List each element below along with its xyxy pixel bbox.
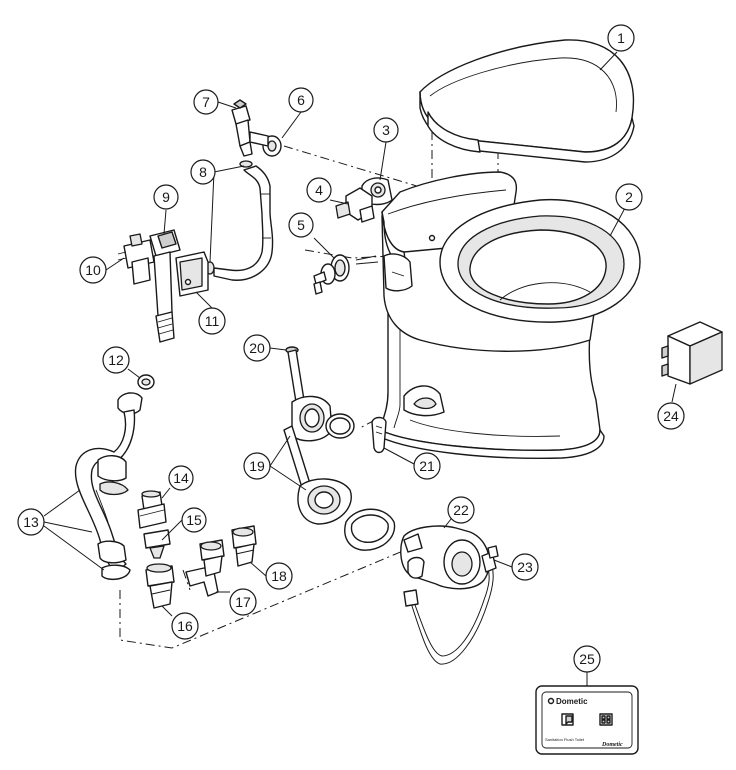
part-15-check-valve (143, 529, 171, 559)
svg-text:22: 22 (453, 502, 469, 518)
callout-15: 15 (181, 507, 207, 533)
part-22-pump-motor (400, 525, 490, 590)
callout-16: 16 (171, 612, 199, 640)
callout-14: 14 (168, 465, 194, 491)
part-14-adapter (137, 490, 167, 529)
callout-11: 11 (198, 307, 226, 335)
callout-2: 2 (615, 183, 643, 211)
callout-6: 6 (288, 87, 314, 113)
svg-text:21: 21 (419, 458, 435, 474)
panel-signature-text: Dometic (601, 742, 623, 748)
svg-text:5: 5 (297, 217, 305, 233)
callout-7: 7 (193, 89, 219, 115)
svg-text:6: 6 (297, 92, 305, 108)
callout-13: 13 (17, 508, 45, 536)
svg-text:4: 4 (315, 182, 323, 198)
part-2-toilet-bowl (377, 171, 641, 459)
svg-text:2: 2 (625, 189, 633, 205)
part-24-control-module (661, 321, 723, 385)
brand-logo-icon (547, 697, 555, 705)
part-7-vacuum-breaker (231, 99, 269, 157)
panel-caption-text: Sanitation Flush Toilet (545, 737, 585, 742)
callout-3: 3 (373, 117, 399, 143)
callout-20: 20 (243, 334, 271, 362)
callout-17: 17 (229, 588, 257, 616)
callout-23: 23 (511, 553, 539, 581)
callout-18: 18 (265, 562, 293, 590)
callout-19: 19 (243, 452, 271, 480)
svg-text:8: 8 (199, 164, 207, 180)
part-11-bracket (175, 251, 209, 297)
part-21-latch (371, 416, 387, 454)
callout-8: 8 (190, 159, 216, 185)
svg-text:1: 1 (617, 30, 625, 46)
svg-text:23: 23 (517, 559, 533, 575)
callout-1: 1 (607, 24, 635, 52)
svg-text:24: 24 (663, 408, 679, 424)
part-16-tail-piece (145, 563, 175, 609)
assembly-lines (119, 112, 499, 649)
part-25-flush-panel: Dometic Sanitation Flush Toilet Dometic (535, 685, 639, 755)
svg-text:11: 11 (205, 313, 220, 329)
svg-text:18: 18 (271, 568, 287, 584)
callout-25: 25 (573, 645, 601, 673)
part-5-spray-fitting (313, 254, 379, 295)
svg-text:25: 25 (579, 651, 595, 667)
part-19-seals (283, 395, 352, 525)
fill-button-icon (599, 713, 613, 726)
svg-text:14: 14 (173, 470, 189, 486)
clamp-rings (325, 413, 396, 551)
svg-text:9: 9 (162, 189, 170, 205)
part-17-elbow (185, 539, 225, 597)
callout-12: 12 (102, 346, 130, 374)
svg-text:20: 20 (249, 340, 265, 356)
part-12-elbow (117, 374, 155, 415)
callout-9: 9 (153, 184, 179, 210)
svg-text:3: 3 (382, 122, 390, 138)
callout-24: 24 (657, 402, 685, 430)
part-18-straight-adapter (231, 525, 257, 567)
part-20-pin (285, 346, 305, 403)
water-hose (213, 165, 274, 281)
part-9-water-valve (149, 229, 181, 343)
callout-4: 4 (306, 177, 332, 203)
svg-text:12: 12 (108, 352, 124, 368)
part-13-flush-hose (74, 409, 136, 581)
svg-text:10: 10 (85, 262, 101, 278)
callout-22: 22 (447, 496, 475, 524)
callout-21: 21 (413, 452, 441, 480)
svg-text:17: 17 (235, 594, 251, 610)
svg-text:16: 16 (177, 618, 193, 634)
part-1-seat-lid (419, 39, 635, 163)
part-3-valve-cover (361, 177, 393, 206)
part-4-valve-body (335, 187, 375, 223)
callout-10: 10 (79, 256, 107, 284)
part-10-solenoid (117, 233, 155, 285)
svg-text:7: 7 (202, 94, 210, 110)
panel-brand-text: Dometic (556, 697, 588, 706)
callout-5: 5 (288, 212, 314, 238)
svg-text:15: 15 (186, 512, 202, 528)
part-23-wire-harness (403, 545, 499, 665)
svg-text:19: 19 (249, 458, 265, 474)
svg-text:13: 13 (23, 514, 39, 530)
